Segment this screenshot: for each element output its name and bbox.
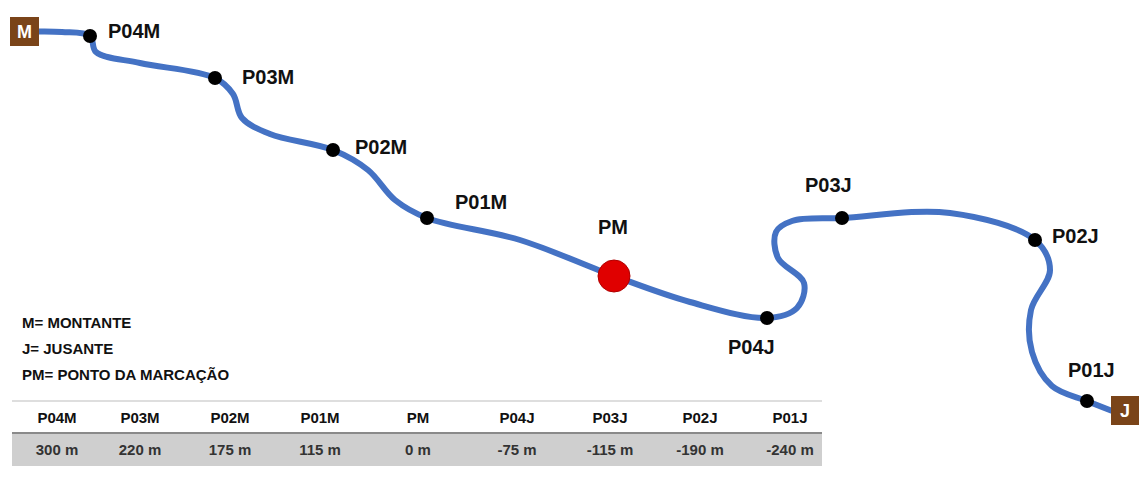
point-dot (326, 143, 340, 157)
table-value: -240 m (766, 441, 814, 458)
table-header: P03J (592, 409, 627, 426)
point-dot (760, 311, 774, 325)
end-marker-box: M (10, 17, 39, 46)
table-value: -75 m (497, 441, 536, 458)
point-label: P01M (455, 191, 507, 214)
table-header: P01J (772, 409, 807, 426)
point-dot (83, 29, 97, 43)
point-dot (420, 211, 434, 225)
table-header: P03M (120, 409, 159, 426)
table-value: 220 m (119, 441, 162, 458)
point-label: P03J (805, 174, 852, 197)
point-label: P02J (1052, 225, 1099, 248)
point-label: P04M (108, 20, 160, 43)
marking-point (598, 260, 630, 292)
table-value: -115 m (587, 441, 634, 458)
end-marker-letter: J (1120, 402, 1130, 420)
point-label: PM (598, 216, 628, 239)
table-value: -190 m (676, 441, 724, 458)
table-header: P02J (682, 409, 717, 426)
point-dot (208, 71, 222, 85)
point-dot (1080, 394, 1094, 408)
point-dot (1028, 233, 1042, 247)
table-band (12, 433, 822, 466)
point-dot (835, 211, 849, 225)
end-marker-box: J (1111, 396, 1139, 425)
legend-note: PM= PONTO DA MARCAÇÃO (22, 366, 229, 383)
legend-note: M= MONTANTE (22, 314, 131, 331)
end-marker-letter: M (17, 23, 32, 41)
river-line (39, 31, 1111, 410)
table-header: P04J (499, 409, 534, 426)
table-value: 300 m (36, 441, 79, 458)
point-label: P04J (728, 336, 775, 359)
table-rule (12, 432, 822, 434)
point-label: P01J (1068, 359, 1115, 382)
point-label: P02M (355, 136, 407, 159)
table-header: P02M (210, 409, 249, 426)
table-header: P01M (300, 409, 339, 426)
legend-note: J= JUSANTE (22, 340, 113, 357)
table-value: 0 m (405, 441, 431, 458)
table-header: P04M (37, 409, 76, 426)
table-value: 115 m (299, 441, 341, 458)
table-rule (12, 401, 822, 402)
table-header: PM (407, 409, 430, 426)
table-value: 175 m (209, 441, 252, 458)
point-label: P03M (242, 66, 294, 89)
